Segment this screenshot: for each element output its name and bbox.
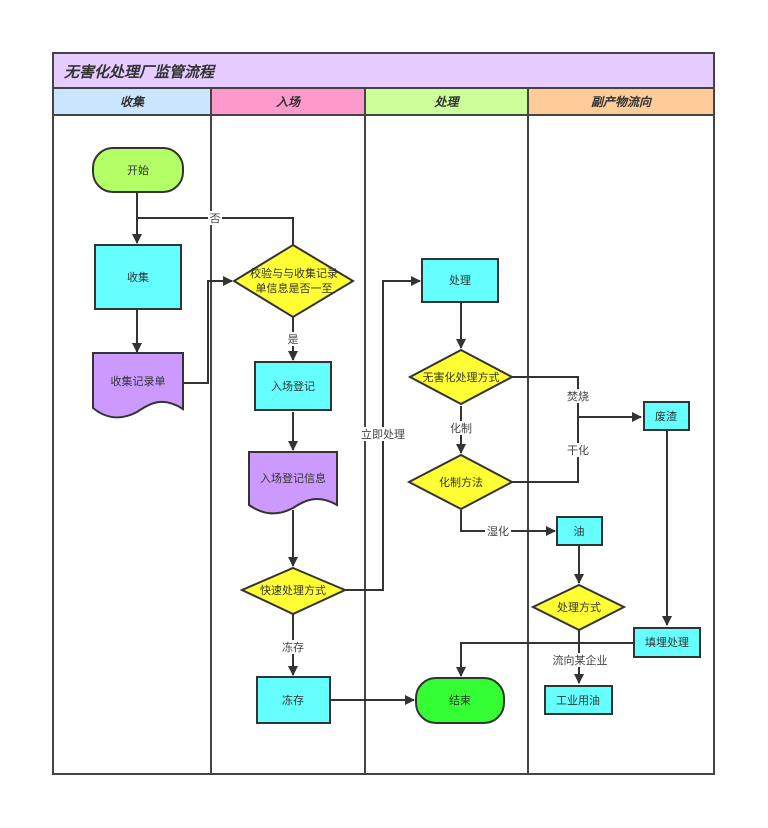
edge-record-verify bbox=[183, 276, 233, 384]
render-method-decision-node[interactable] bbox=[406, 453, 515, 511]
oil-node[interactable] bbox=[556, 516, 603, 546]
oil-method-label: 处理方式 bbox=[557, 600, 601, 614]
oil-method-decision-node[interactable] bbox=[530, 583, 627, 632]
collect-node[interactable] bbox=[94, 244, 182, 310]
harmless-method-label: 无害化处理方式 bbox=[423, 370, 500, 384]
lane-label: 副产物流向 bbox=[590, 95, 651, 109]
pool-title: 无害化处理厂监管流程 bbox=[64, 63, 215, 81]
edge-label-to-company: 流向某企业 bbox=[553, 653, 608, 667]
edge-label-no: 否 bbox=[210, 212, 221, 225]
edge-verify-no bbox=[137, 217, 294, 245]
residue-node[interactable] bbox=[643, 401, 690, 431]
lane-header-byproduct: 副产物流向 bbox=[529, 89, 713, 116]
freeze-label: 冻存 bbox=[282, 693, 304, 707]
entry-info-node[interactable] bbox=[248, 451, 338, 515]
collect-label: 收集 bbox=[127, 270, 149, 284]
start-node[interactable] bbox=[92, 147, 184, 193]
verify-decision-node[interactable] bbox=[232, 243, 355, 319]
entry-register-node[interactable] bbox=[254, 361, 332, 411]
edge-label-render: 化制 bbox=[450, 421, 472, 435]
process-node[interactable] bbox=[421, 258, 499, 303]
edge-harmless-incinerate bbox=[512, 376, 579, 483]
end-node[interactable] bbox=[415, 677, 505, 724]
lane-divider bbox=[364, 116, 366, 773]
collect-record-label: 收集记录单 bbox=[111, 374, 166, 388]
edge-label-immediate: 立即处理 bbox=[361, 427, 405, 441]
collect-record-node[interactable] bbox=[92, 352, 184, 419]
start-label: 开始 bbox=[127, 163, 149, 177]
oil-label: 油 bbox=[574, 524, 585, 538]
lane-divider bbox=[527, 116, 529, 773]
edge-label-yes: 是 bbox=[288, 333, 299, 346]
lane-label: 收集 bbox=[119, 95, 144, 109]
industrial-oil-node[interactable] bbox=[544, 685, 613, 715]
entry-register-label: 入场登记 bbox=[271, 379, 315, 393]
quick-method-label: 快速处理方式 bbox=[260, 583, 326, 597]
lane-label: 入场 bbox=[275, 95, 300, 109]
lane-label: 处理 bbox=[434, 95, 459, 109]
lane-divider bbox=[210, 116, 212, 773]
verify-label-line2: 单信息是否一至 bbox=[256, 281, 333, 295]
render-method-label: 化制方法 bbox=[439, 475, 483, 489]
edge-render-wet bbox=[460, 510, 556, 536]
edge-landfill-end bbox=[456, 642, 634, 677]
industrial-oil-label: 工业用油 bbox=[556, 693, 600, 707]
end-label: 结束 bbox=[449, 694, 471, 707]
edge-label-freeze: 冻存 bbox=[282, 640, 304, 654]
pool-title-bar: 无害化处理厂监管流程 bbox=[54, 54, 713, 89]
landfill-label: 填埋处理 bbox=[645, 635, 689, 649]
harmless-method-decision-node[interactable] bbox=[407, 348, 515, 406]
verify-label-line1: 校验与与收集记录 bbox=[250, 266, 338, 280]
lane-header-process: 处理 bbox=[366, 89, 529, 116]
quick-method-decision-node[interactable] bbox=[239, 566, 348, 616]
lane-header-collect: 收集 bbox=[54, 89, 212, 116]
entry-info-label: 入场登记信息 bbox=[260, 471, 326, 485]
landfill-node[interactable] bbox=[633, 627, 701, 658]
residue-label: 废渣 bbox=[655, 409, 677, 423]
lane-header-entry: 入场 bbox=[212, 89, 366, 116]
edge-label-wet: 湿化 bbox=[487, 524, 509, 538]
swimlane-pool: 无害化处理厂监管流程 收集 入场 处理 副产物流向 bbox=[52, 52, 715, 775]
freeze-node[interactable] bbox=[256, 676, 331, 724]
process-label: 处理 bbox=[449, 274, 471, 287]
edge-label-dry: 干化 bbox=[567, 443, 589, 457]
edge-label-incinerate: 焚烧 bbox=[567, 390, 589, 403]
